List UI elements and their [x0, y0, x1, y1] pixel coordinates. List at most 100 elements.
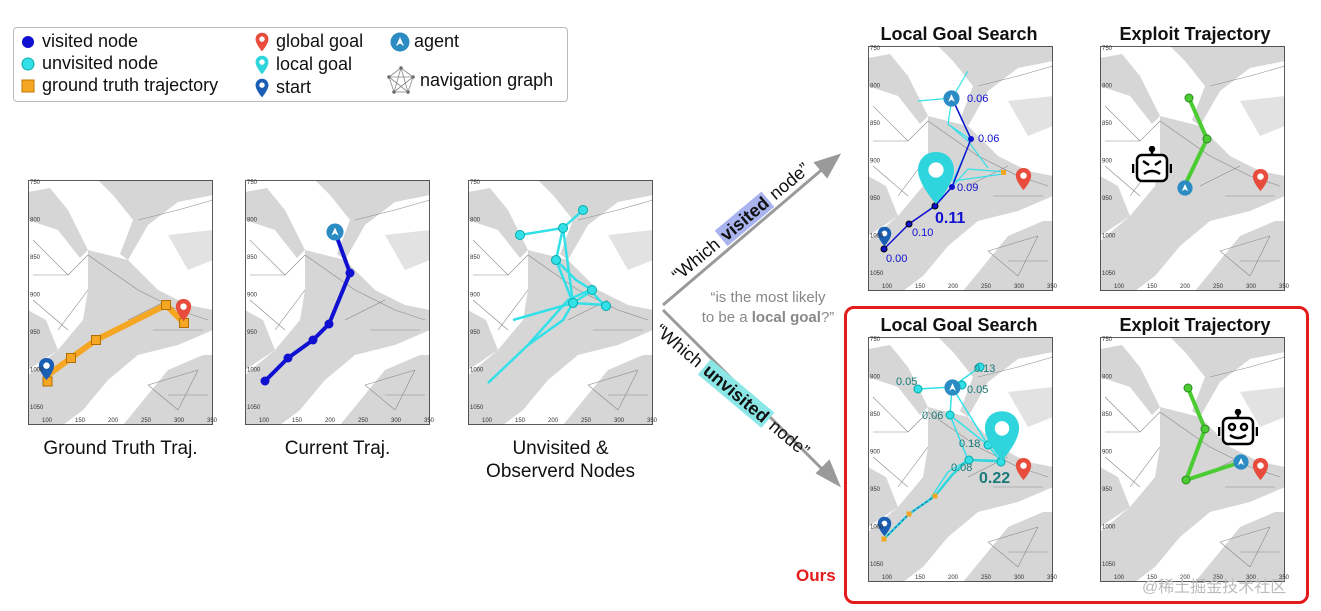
unvisited-caption: Unvisited & Observerd Nodes — [468, 437, 653, 483]
x-tick-label: 150 — [515, 418, 526, 424]
y-tick-label: 1000 — [1102, 525, 1116, 531]
top-local-map: 0.06 0.06 0.09 0.11 0.10 0.00 7508008509… — [868, 46, 1058, 291]
y-tick-label: 850 — [30, 255, 41, 261]
exploit-node — [1183, 383, 1193, 393]
unvisited-node — [964, 455, 974, 465]
prob-label: 0.05 — [967, 384, 988, 396]
ours-label: Ours — [796, 566, 836, 585]
y-tick-label: 900 — [1102, 159, 1113, 165]
prob-label: 0.06 — [922, 410, 943, 422]
legend-unvisited-label: unvisited node — [42, 53, 159, 73]
x-tick-label: 300 — [391, 418, 402, 424]
y-tick-label: 900 — [470, 293, 481, 299]
current-caption: Current Traj. — [284, 438, 391, 459]
legend-visited-node: visited node — [18, 31, 138, 52]
watermark: @稀土掘金技术社区 — [1142, 579, 1287, 596]
unvisited-node — [601, 301, 611, 311]
agent-icon — [944, 379, 960, 395]
x-tick-label: 100 — [42, 418, 53, 424]
y-tick-label: 750 — [470, 180, 481, 186]
exploit-node — [1184, 93, 1194, 103]
y-tick-label: 750 — [1102, 46, 1113, 52]
unvisited-caption-line1: Unvisited & — [512, 438, 609, 459]
bottom-local-title: Local Goal Search — [880, 315, 1038, 335]
unvisited-node — [975, 362, 985, 372]
robot-sad-icon — [1133, 147, 1171, 181]
prob-label: 0.08 — [951, 462, 972, 474]
y-tick-label: 800 — [1102, 375, 1113, 381]
ground-truth-square-icon — [21, 79, 35, 92]
x-tick-label: 350 — [424, 418, 435, 424]
gt-node — [906, 511, 912, 517]
legend-unvisited-node: unvisited node — [18, 53, 158, 74]
y-tick-label: 750 — [30, 180, 41, 186]
navigation-graph-icon — [387, 66, 415, 94]
x-tick-label: 100 — [882, 575, 893, 581]
x-tick-label: 100 — [259, 418, 270, 424]
y-tick-label: 750 — [247, 180, 258, 186]
y-tick-label: 800 — [30, 218, 41, 224]
y-tick-label: 850 — [247, 255, 258, 261]
unvisited-node — [587, 285, 597, 295]
question-line2-bold: local goal — [751, 309, 821, 326]
x-tick-label: 300 — [614, 418, 625, 424]
visited-node-icon — [22, 35, 34, 48]
y-tick-label: 750 — [870, 46, 881, 52]
legend-navigation-graph-label: navigation graph — [420, 69, 554, 90]
legend-ground-truth: ground truth trajectory — [18, 75, 218, 96]
start-pin-icon — [252, 78, 272, 98]
x-tick-label: 300 — [174, 418, 185, 424]
x-tick-label: 350 — [647, 418, 658, 424]
prob-label: 0.18 — [959, 438, 980, 450]
prob-label: 0.06 — [978, 133, 999, 145]
current-path — [263, 231, 353, 383]
y-tick-label: 900 — [870, 159, 881, 165]
exploit-node — [1202, 134, 1212, 144]
y-tick-label: 1000 — [870, 234, 884, 240]
y-tick-label: 1050 — [870, 562, 884, 568]
x-tick-label: 300 — [1246, 284, 1257, 290]
agent-icon — [943, 90, 959, 106]
legend-local-goal-label: local goal — [276, 54, 353, 74]
x-tick-label: 150 — [915, 575, 926, 581]
gt-node — [1001, 170, 1006, 175]
x-tick-label: 100 — [1114, 575, 1125, 581]
bottom-exploit-title: Exploit Trajectory — [1119, 315, 1271, 335]
unvisited-node — [515, 230, 525, 240]
ground-truth-caption: Ground Truth Traj. — [43, 438, 198, 459]
y-tick-label: 950 — [247, 330, 258, 336]
y-tick-label: 900 — [1102, 450, 1113, 456]
y-tick-label: 1000 — [30, 368, 44, 374]
question-line2-post: ?” — [820, 309, 835, 326]
x-tick-label: 300 — [1014, 284, 1025, 290]
exploit-node — [1181, 475, 1191, 485]
legend-global-goal-label: global goal — [276, 31, 364, 51]
y-tick-label: 950 — [1102, 196, 1113, 202]
y-tick-label: 850 — [870, 412, 881, 418]
robot-happy-icon — [1219, 410, 1257, 444]
y-tick-label: 750 — [1102, 337, 1113, 343]
x-tick-label: 250 — [581, 418, 592, 424]
visited-node — [880, 245, 888, 253]
prob-label: 0.00 — [886, 253, 907, 265]
visited-node — [283, 353, 293, 363]
y-tick-label: 1000 — [1102, 234, 1116, 240]
unvisited-node — [578, 205, 588, 215]
y-tick-label: 800 — [247, 218, 258, 224]
y-tick-label: 900 — [30, 293, 41, 299]
x-tick-label: 200 — [1180, 575, 1191, 581]
gt-node — [66, 353, 76, 363]
visited-node — [260, 376, 270, 386]
y-tick-label: 950 — [30, 330, 41, 336]
visited-node — [968, 136, 974, 142]
agent-icon — [326, 223, 343, 240]
x-tick-label: 350 — [1279, 575, 1290, 581]
gt-node — [932, 493, 938, 499]
y-tick-label: 850 — [1102, 412, 1113, 418]
